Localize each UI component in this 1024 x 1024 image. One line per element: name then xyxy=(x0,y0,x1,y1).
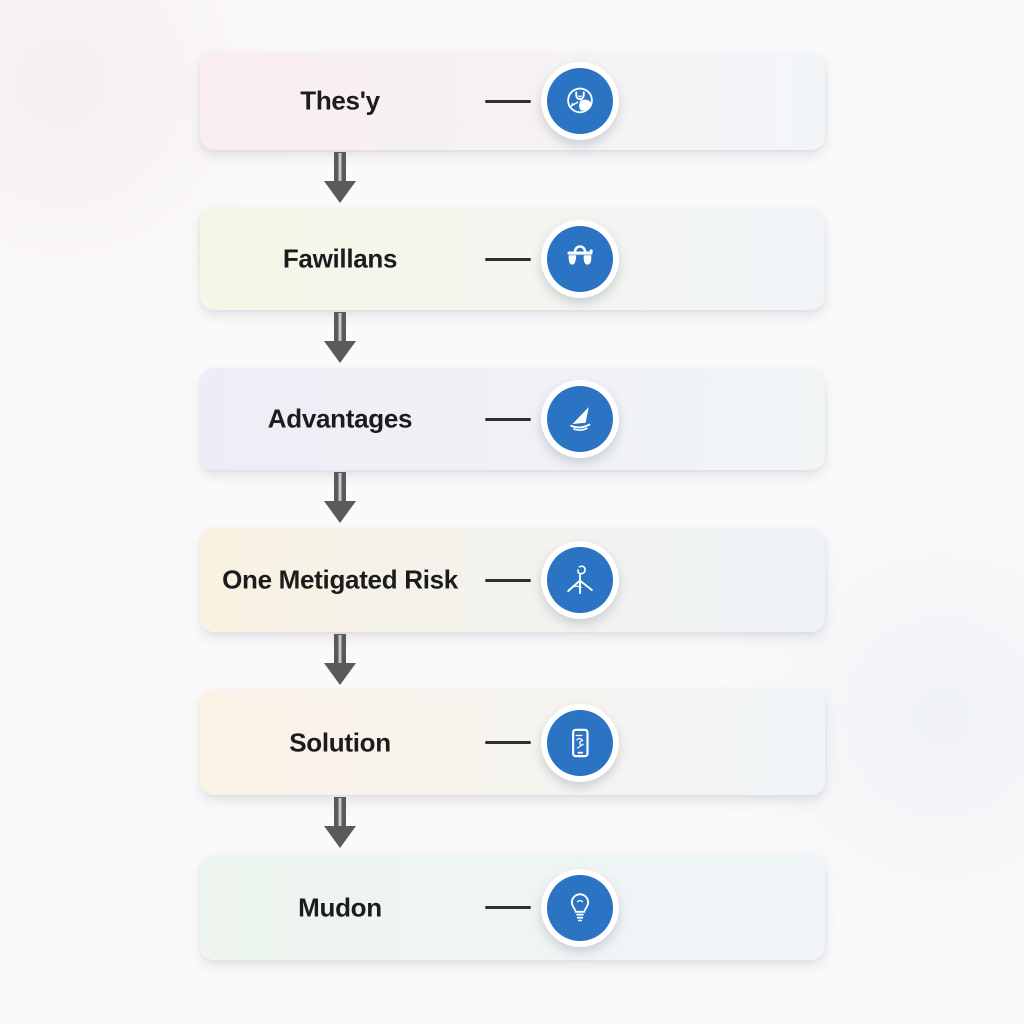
connector-dash xyxy=(485,578,531,582)
scales-icon xyxy=(547,226,613,292)
step-label: Solution xyxy=(289,727,391,757)
person-network-icon xyxy=(547,547,613,613)
flow-step-card: Mudon xyxy=(200,855,825,960)
connector-dash xyxy=(485,741,531,744)
connector-dash xyxy=(485,906,531,909)
connector-dash xyxy=(485,417,531,421)
lightbulb-icon xyxy=(547,874,613,941)
down-arrow xyxy=(318,797,362,851)
tablet-sketch-icon xyxy=(547,709,613,776)
flow-step-card: Solution xyxy=(200,690,825,795)
down-arrow xyxy=(318,634,362,688)
flow-step-card: Thes'y xyxy=(200,52,825,150)
down-arrow xyxy=(318,152,362,206)
connector-dash xyxy=(485,99,531,103)
step-label: Advantages xyxy=(267,403,413,434)
down-arrow xyxy=(318,312,362,366)
flow-step-card: Advantages xyxy=(200,368,825,470)
icon-badge xyxy=(541,868,619,947)
step-label: One Metigated Risk xyxy=(222,564,458,595)
icon-badge xyxy=(541,703,619,782)
down-arrow xyxy=(318,472,362,526)
globe-person-icon xyxy=(547,68,613,134)
flow-step-card: One Metigated Risk xyxy=(200,528,825,632)
step-label: Mudon xyxy=(298,892,382,922)
icon-badge xyxy=(541,62,619,140)
step-label: Thes'y xyxy=(300,85,380,116)
step-label: Fawillans xyxy=(282,243,398,274)
icon-badge xyxy=(541,541,619,619)
paper-plane-icon xyxy=(547,386,613,452)
icon-badge xyxy=(541,220,619,298)
flow-step-card: Fawillans xyxy=(200,208,825,310)
icon-badge xyxy=(541,380,619,458)
connector-dash xyxy=(485,257,531,261)
